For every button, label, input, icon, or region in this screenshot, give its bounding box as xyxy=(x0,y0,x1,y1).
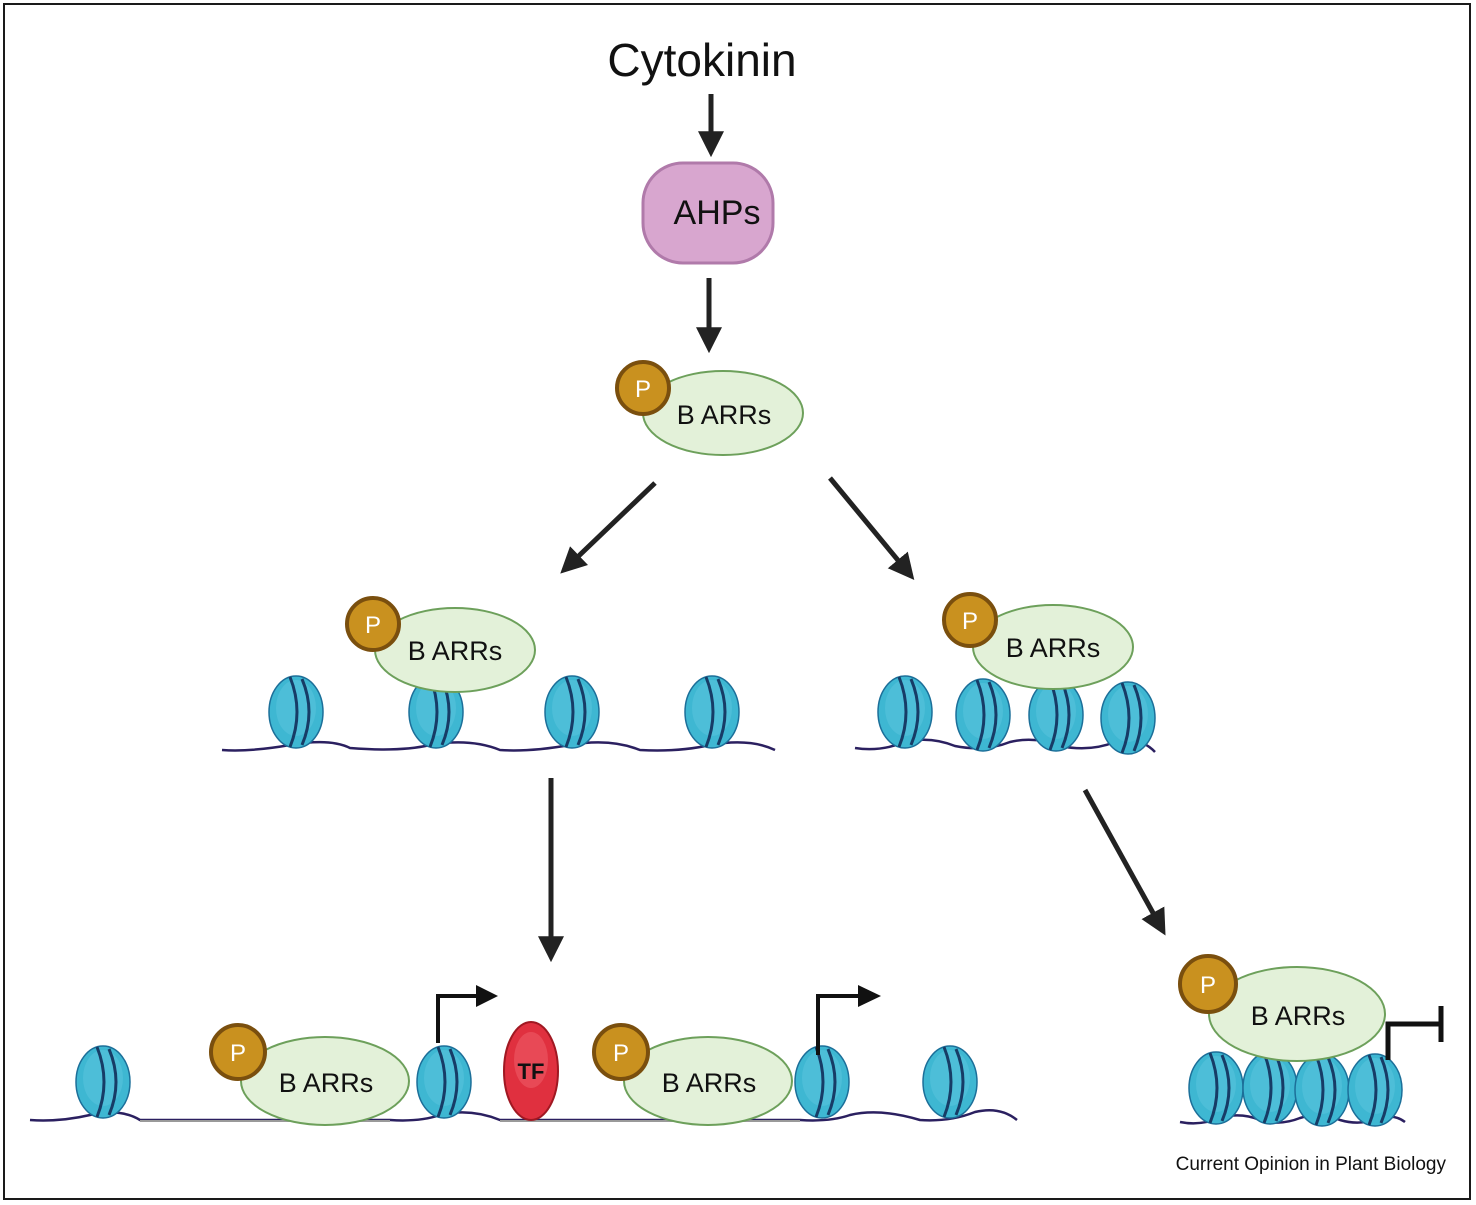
barrs-top: B ARRs P xyxy=(615,360,804,456)
nucleosome xyxy=(543,674,601,750)
barrs-left: B ARRs P xyxy=(345,596,536,693)
nucleosome xyxy=(1241,1050,1299,1126)
barrs-repression-label: B ARRs xyxy=(1251,1001,1346,1031)
nucleosome xyxy=(954,677,1012,753)
nucleosome xyxy=(74,1044,132,1120)
phospho-icon: P xyxy=(942,592,998,648)
nucleosome xyxy=(793,1044,851,1120)
phospho-icon: P xyxy=(209,1023,267,1081)
phospho-icon: P xyxy=(592,1023,650,1081)
nucleosome xyxy=(921,1044,979,1120)
nucleosome xyxy=(1187,1050,1245,1126)
compact-chromatin xyxy=(854,674,1157,756)
nucleosome xyxy=(1346,1052,1404,1128)
barrs-left-label: B ARRs xyxy=(408,636,503,666)
phospho-icon: P xyxy=(1178,954,1238,1014)
nucleosome xyxy=(1099,680,1157,756)
tf-node: TF xyxy=(503,1021,559,1121)
phospho-icon: P xyxy=(345,596,401,652)
nucleosome xyxy=(876,674,934,750)
barrs-bottom-2: B ARRs P xyxy=(592,1023,793,1126)
tf-label: TF xyxy=(518,1059,545,1084)
barrs-right-label: B ARRs xyxy=(1006,633,1101,663)
barrs-bottom-1: B ARRs P xyxy=(209,1023,410,1126)
phospho-label: P xyxy=(1200,972,1216,999)
phospho-icon: P xyxy=(615,360,671,416)
ahps-node: AHPs xyxy=(641,161,775,265)
ahps-label: AHPs xyxy=(674,194,761,232)
arrow-to-left-branch xyxy=(560,481,657,574)
barrs-bottom-2-label: B ARRs xyxy=(662,1068,757,1098)
arrow-to-right-branch xyxy=(828,476,915,581)
barrs-top-label: B ARRs xyxy=(677,400,772,430)
figure-credit: Current Opinion in Plant Biology xyxy=(1175,1154,1446,1175)
transcription-start-icon xyxy=(436,985,498,1043)
barrs-right: B ARRs P xyxy=(942,592,1134,690)
nucleosome xyxy=(267,674,325,750)
nucleosome xyxy=(683,674,741,750)
cytokinin-label: Cytokinin xyxy=(607,34,796,86)
barrs-repression: B ARRs P xyxy=(1178,954,1386,1062)
phospho-label: P xyxy=(962,608,978,635)
phospho-label: P xyxy=(613,1040,629,1067)
transcription-start-icon xyxy=(816,985,881,1055)
nucleosome xyxy=(1293,1052,1351,1128)
barrs-bottom-1-label: B ARRs xyxy=(279,1068,374,1098)
repression-chromatin xyxy=(1179,1050,1406,1128)
open-chromatin xyxy=(221,674,776,752)
phospho-label: P xyxy=(230,1040,246,1067)
phospho-label: P xyxy=(365,612,381,639)
arrow-right-down xyxy=(1082,788,1166,936)
phospho-label: P xyxy=(635,376,651,403)
nucleosome xyxy=(415,1044,473,1120)
repression-bar-icon xyxy=(1385,1006,1444,1060)
